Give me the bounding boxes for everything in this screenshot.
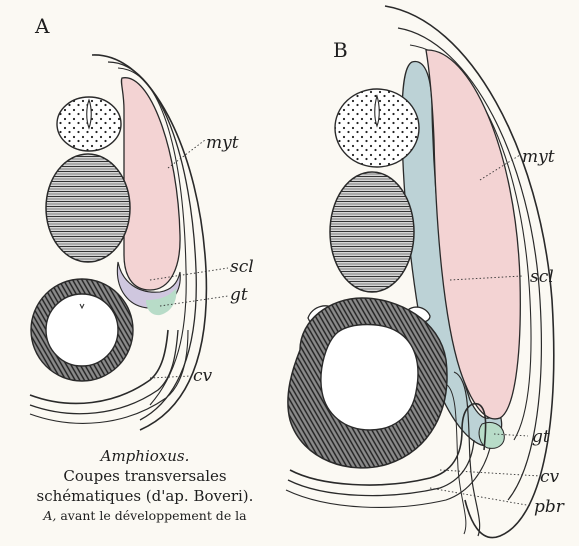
caption-line-2: schématiques (d'ap. Boveri). <box>10 486 280 506</box>
label-myt-a: myt <box>206 133 239 153</box>
neural-canal-a <box>87 100 92 128</box>
panel-a: A myt scl gt cv <box>30 14 254 430</box>
label-scl-b: scl <box>530 267 554 287</box>
notochord-a <box>46 154 130 262</box>
caption-line-1: Coupes transversales <box>10 466 280 486</box>
pharynx-lumen-b <box>321 325 418 431</box>
label-cv-a: cv <box>193 366 213 386</box>
label-myt-b: myt <box>522 147 555 167</box>
label-gt-a: gt <box>230 285 248 305</box>
label-gt-b: gt <box>532 427 550 447</box>
caption-letter: A, <box>43 508 56 523</box>
caption-line-3-text: avant le développement de la <box>56 508 246 523</box>
gut-lumen-a <box>46 294 118 366</box>
figure-caption: Amphioxus. Coupes transversales schémati… <box>10 446 280 526</box>
notochord-b <box>330 172 414 292</box>
label-scl-a: scl <box>230 257 254 277</box>
gonad-b <box>479 422 504 448</box>
caption-line-3: A, avant le développement de la <box>10 506 280 526</box>
caption-genus: Amphioxus. <box>10 446 280 466</box>
panel-b: B myt scl gt cv pbr <box>286 6 565 538</box>
label-cv-b: cv <box>540 467 560 487</box>
label-pbr-b: pbr <box>534 497 565 517</box>
panel-label-a: A <box>34 14 50 38</box>
panel-label-b: B <box>333 38 348 62</box>
neural-canal-b <box>375 96 380 126</box>
myotome-a <box>121 78 180 290</box>
